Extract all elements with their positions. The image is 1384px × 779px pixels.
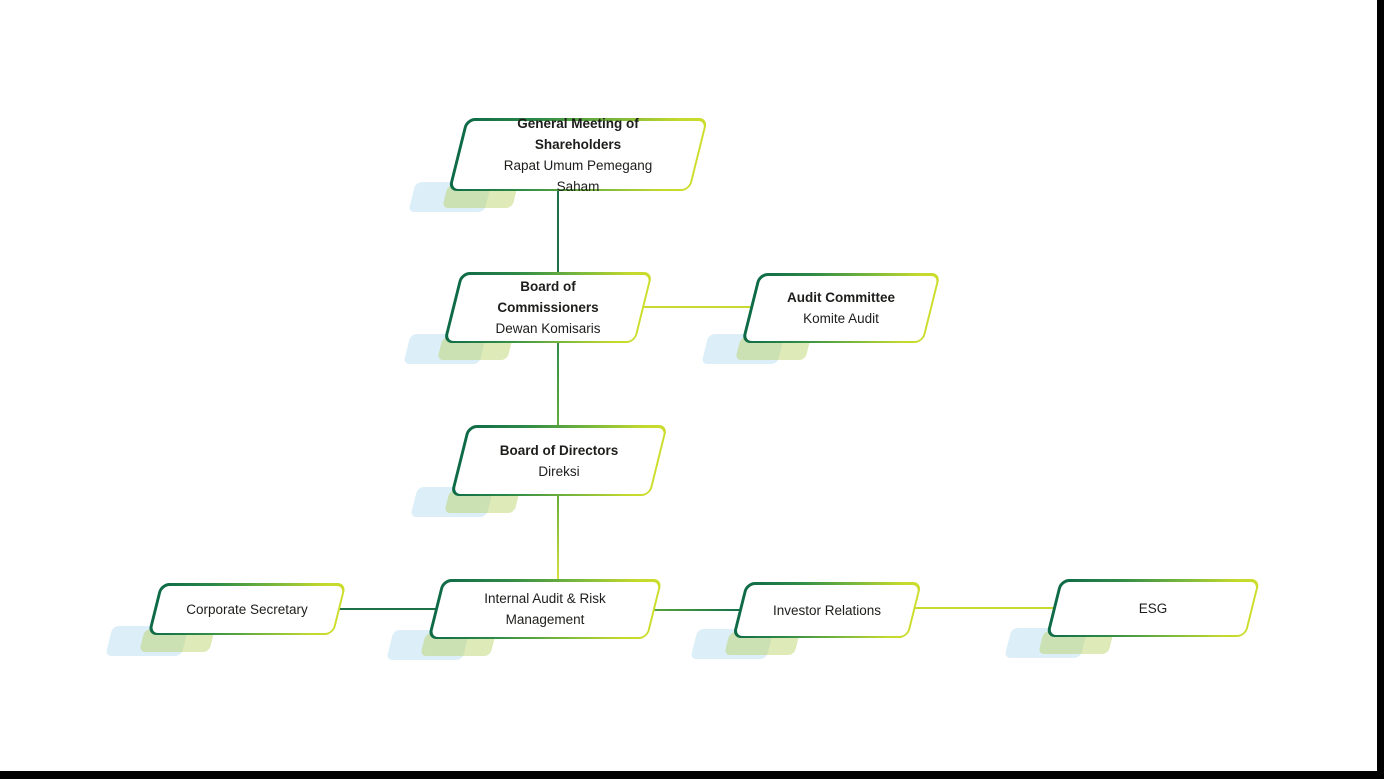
edge-commissioners-to-audit-committee [643,306,751,308]
edge-commissioners-to-directors [557,342,559,426]
node-internal-audit-risk-management: Internal Audit & Risk Management [386,579,663,660]
node-subtitle: Direksi [538,463,580,479]
edge-internal-audit-to-investor-relations [654,609,740,611]
node-subtitle: Rapat Umum Pemegang Saham [503,157,653,194]
node-esg: ESG [1004,579,1261,658]
screen-edge-bottom-bar [0,771,1384,779]
node-title: General Meeting of Shareholders [517,115,639,152]
edge-gms-to-commissioners [557,190,559,273]
node-title: Corporate Secretary [186,601,308,617]
node-subtitle: Dewan Komisaris [495,321,601,336]
node-general-meeting-of-shareholders: General Meeting of Shareholders Rapat Um… [408,116,709,212]
node-investor-relations: Investor Relations [690,582,922,659]
edge-corporate-secretary-to-internal-audit [339,608,436,610]
node-audit-committee: Audit Committee Komite Audit [701,273,941,364]
node-board-of-directors: Board of Directors Direksi [410,425,668,517]
node-title: Internal Audit & Risk Management [484,591,606,627]
node-title: Board of Commissioners [497,279,599,315]
node-subtitle: Komite Audit [803,311,879,326]
edge-directors-to-internal-audit [557,495,559,580]
node-title: Audit Committee [787,290,895,305]
node-title: Investor Relations [772,602,882,618]
node-board-of-commissioners: Board of Commissioners Dewan Komisaris [403,272,653,364]
node-title: Board of Directors [499,442,619,458]
screen-edge-right-bar [1377,0,1384,779]
node-corporate-secretary: Corporate Secretary [105,583,347,656]
edge-investor-relations-to-esg [914,607,1054,609]
node-title: ESG [1138,600,1168,616]
